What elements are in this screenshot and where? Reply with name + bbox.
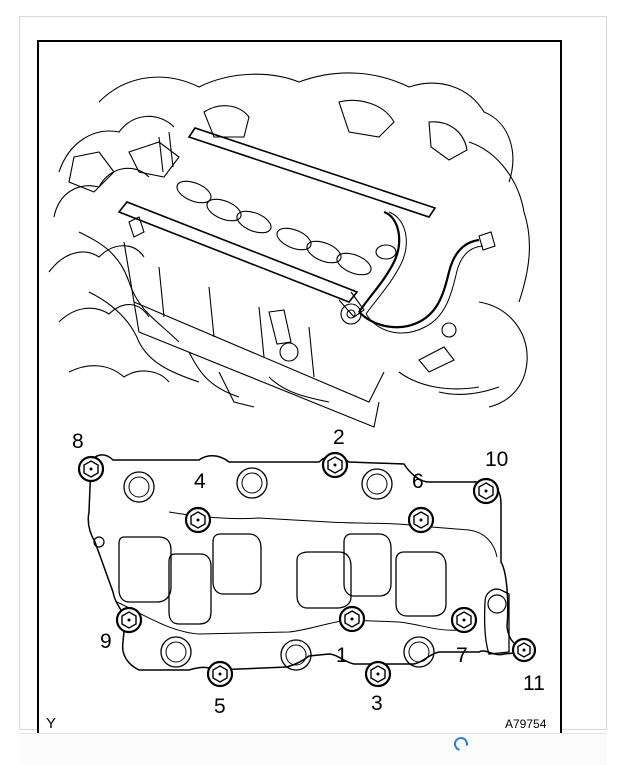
gasket-diagram bbox=[87, 454, 525, 671]
bolt-label-10: 10 bbox=[485, 448, 508, 471]
bolt-6 bbox=[407, 506, 435, 534]
bolt-label-1: 1 bbox=[336, 644, 348, 667]
bolt-label-11: 11 bbox=[523, 672, 545, 695]
bolt-label-9: 9 bbox=[100, 630, 112, 653]
bolt-label-5: 5 bbox=[214, 695, 226, 718]
bolts bbox=[77, 451, 537, 688]
bolt-label-6: 6 bbox=[412, 470, 424, 493]
bolt-10 bbox=[472, 477, 500, 505]
figure-frame: 8 2 10 4 6 9 1 7 11 5 3 Y A79754 bbox=[37, 40, 562, 736]
bolt-label-8: 8 bbox=[72, 430, 84, 453]
bolt-label-2: 2 bbox=[333, 426, 345, 449]
bolt-8 bbox=[77, 455, 105, 483]
bolt-7 bbox=[450, 606, 478, 634]
bolt-4 bbox=[184, 506, 212, 534]
bolt-3 bbox=[364, 660, 392, 688]
engine-illustration bbox=[48, 72, 530, 428]
bolt-9 bbox=[115, 606, 143, 634]
bolt-2 bbox=[321, 451, 349, 479]
bolt-11 bbox=[511, 637, 537, 663]
bolt-label-4: 4 bbox=[194, 470, 206, 493]
bolt-1 bbox=[338, 605, 366, 633]
bolt-label-7: 7 bbox=[456, 644, 468, 667]
bolt-5 bbox=[206, 660, 234, 688]
bottom-strip bbox=[19, 733, 607, 765]
diagram-svg: 8 2 10 4 6 9 1 7 11 5 3 Y A79754 bbox=[46, 72, 547, 732]
corner-label: Y bbox=[46, 715, 56, 732]
bolt-label-3: 3 bbox=[371, 692, 383, 715]
figure-code: A79754 bbox=[505, 717, 547, 731]
bolt-labels: 8 2 10 4 6 9 1 7 11 5 3 bbox=[72, 426, 545, 718]
